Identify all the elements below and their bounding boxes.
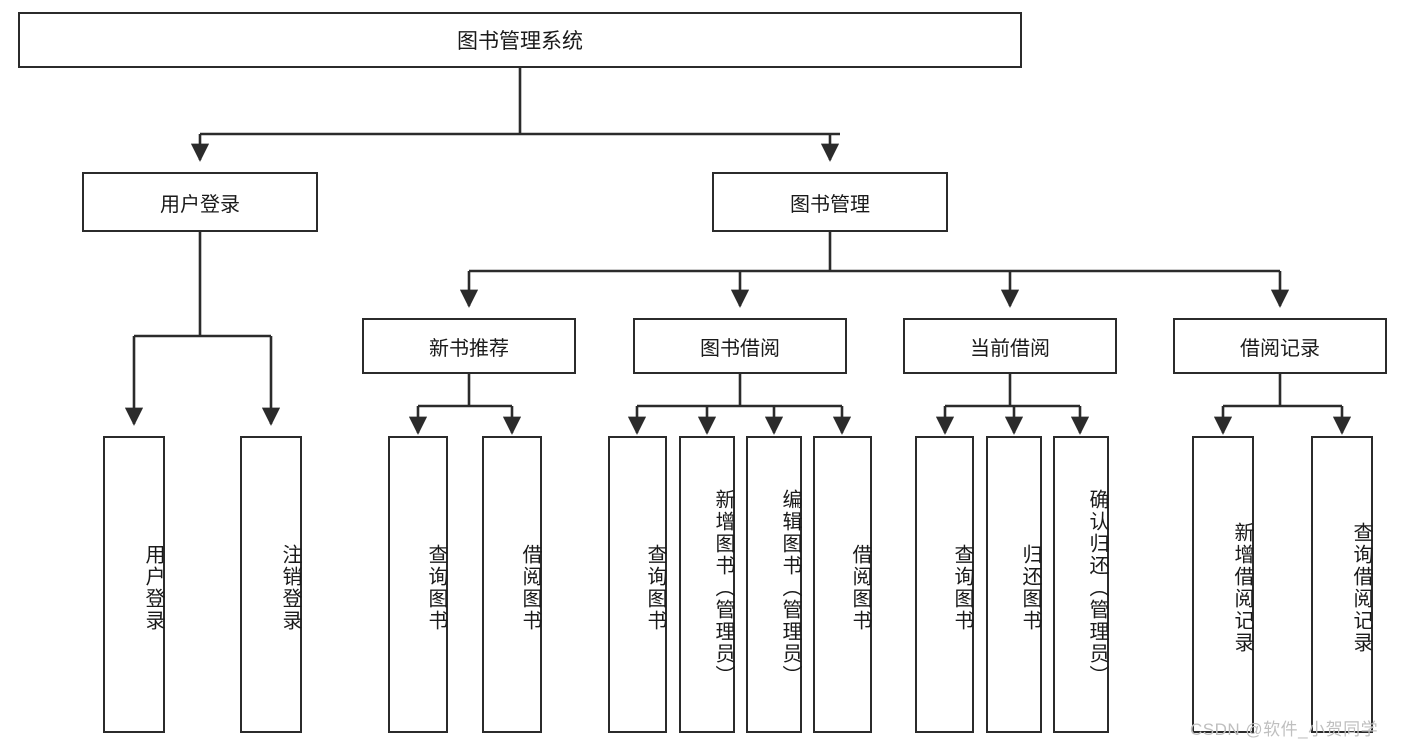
leaf-borrow-record-add-label: 新增借阅记录 <box>1231 521 1253 654</box>
leaf-book-borrow-edit[interactable]: 编辑图书（管理员） <box>746 436 802 733</box>
leaf-new-book-borrow[interactable]: 借阅图书 <box>482 436 542 733</box>
node-root-label: 图书管理系统 <box>457 30 583 53</box>
node-borrow-record-label: 借阅记录 <box>1240 337 1320 360</box>
leaf-user-login-login-label: 用户登录 <box>142 543 164 632</box>
node-user-login[interactable]: 用户登录 <box>82 172 318 232</box>
node-borrow-record[interactable]: 借阅记录 <box>1173 318 1387 374</box>
leaf-new-book-query[interactable]: 查询图书 <box>388 436 448 733</box>
leaf-book-borrow-query-label: 查询图书 <box>644 543 666 632</box>
node-user-login-label: 用户登录 <box>160 193 240 216</box>
leaf-current-borrow-return[interactable]: 归还图书 <box>986 436 1042 733</box>
leaf-book-borrow-borrow-label: 借阅图书 <box>849 543 871 632</box>
node-current-borrow[interactable]: 当前借阅 <box>903 318 1117 374</box>
node-book-borrow[interactable]: 图书借阅 <box>633 318 847 374</box>
leaf-book-borrow-query[interactable]: 查询图书 <box>608 436 667 733</box>
leaf-user-login-logout[interactable]: 注销登录 <box>240 436 302 733</box>
leaf-current-borrow-return-label: 归还图书 <box>1019 543 1041 632</box>
node-root[interactable]: 图书管理系统 <box>18 12 1022 68</box>
node-current-borrow-label: 当前借阅 <box>970 337 1050 360</box>
leaf-new-book-borrow-label: 借阅图书 <box>519 543 541 632</box>
node-book-borrow-label: 图书借阅 <box>700 337 780 360</box>
node-new-book-recommend-label: 新书推荐 <box>429 337 509 360</box>
leaf-book-borrow-add-label: 新增图书（管理员） <box>712 488 734 687</box>
csdn-watermark: CSDN @软件_小贺同学 <box>1190 720 1379 739</box>
leaf-current-borrow-confirm-label: 确认归还（管理员） <box>1086 488 1108 687</box>
leaf-book-borrow-edit-label: 编辑图书（管理员） <box>779 488 801 687</box>
leaf-user-login-logout-label: 注销登录 <box>279 543 301 632</box>
leaf-new-book-query-label: 查询图书 <box>425 543 447 632</box>
leaf-book-borrow-add[interactable]: 新增图书（管理员） <box>679 436 735 733</box>
leaf-borrow-record-query[interactable]: 查询借阅记录 <box>1311 436 1373 733</box>
node-book-management-label: 图书管理 <box>790 193 870 216</box>
leaf-user-login-login[interactable]: 用户登录 <box>103 436 165 733</box>
node-book-management[interactable]: 图书管理 <box>712 172 948 232</box>
leaf-borrow-record-add[interactable]: 新增借阅记录 <box>1192 436 1254 733</box>
leaf-current-borrow-query-label: 查询图书 <box>951 543 973 632</box>
leaf-book-borrow-borrow[interactable]: 借阅图书 <box>813 436 872 733</box>
leaf-current-borrow-query[interactable]: 查询图书 <box>915 436 974 733</box>
node-new-book-recommend[interactable]: 新书推荐 <box>362 318 576 374</box>
leaf-current-borrow-confirm[interactable]: 确认归还（管理员） <box>1053 436 1109 733</box>
leaf-borrow-record-query-label: 查询借阅记录 <box>1350 521 1372 654</box>
